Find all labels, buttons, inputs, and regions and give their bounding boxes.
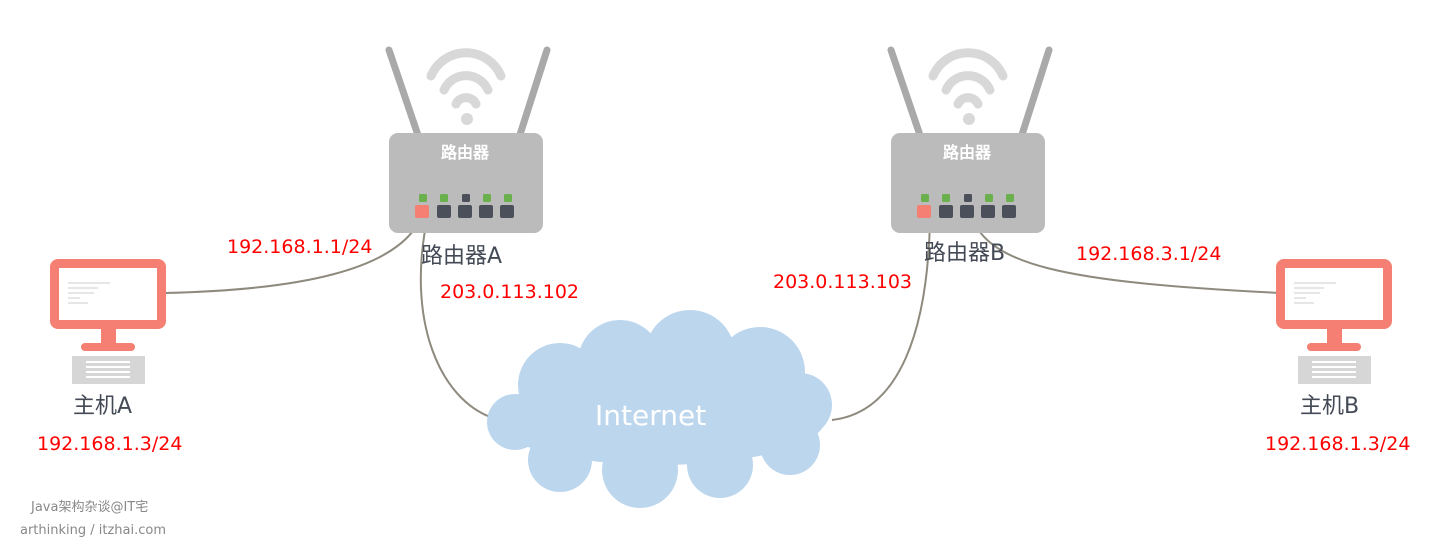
- watermark-line-2: arthinking / itzhai.com: [20, 523, 167, 538]
- host-b-name: 主机B: [1300, 394, 1360, 419]
- router-b-panel-label: 路由器: [943, 143, 992, 162]
- keyboard-icon: [72, 356, 145, 384]
- host-a-name: 主机A: [73, 394, 133, 419]
- monitor-icon: [50, 259, 166, 351]
- host-b-ip: 192.168.1.3/24: [1265, 433, 1411, 455]
- router-b-wan-ip: 203.0.113.103: [773, 271, 913, 293]
- router-icon: [887, 46, 1053, 233]
- router-a-panel-label: 路由器: [441, 143, 490, 162]
- monitor-icon: [1276, 259, 1392, 351]
- router-a-lan-ip: 192.168.1.1/24: [227, 236, 373, 258]
- router-icon: [385, 46, 551, 233]
- router-a-name: 路由器A: [421, 244, 503, 269]
- internet-label: Internet: [595, 399, 707, 432]
- router-b-name: 路由器B: [924, 241, 1006, 266]
- wifi-icon: [426, 48, 506, 109]
- host-a-ip: 192.168.1.3/24: [37, 433, 183, 455]
- wifi-icon: [928, 48, 1008, 109]
- watermark-line-1: Java架构杂谈@IT宅: [31, 500, 149, 515]
- cable-hostA-routerA: [164, 219, 421, 294]
- router-b-lan-ip: 192.168.3.1/24: [1076, 243, 1222, 265]
- cable-routerA-internet: [419, 214, 494, 419]
- cloud-icon: [487, 310, 832, 508]
- keyboard-icon: [1298, 356, 1371, 384]
- cable-routerB-internet: [831, 217, 931, 421]
- router-a-wan-ip: 203.0.113.102: [440, 281, 580, 303]
